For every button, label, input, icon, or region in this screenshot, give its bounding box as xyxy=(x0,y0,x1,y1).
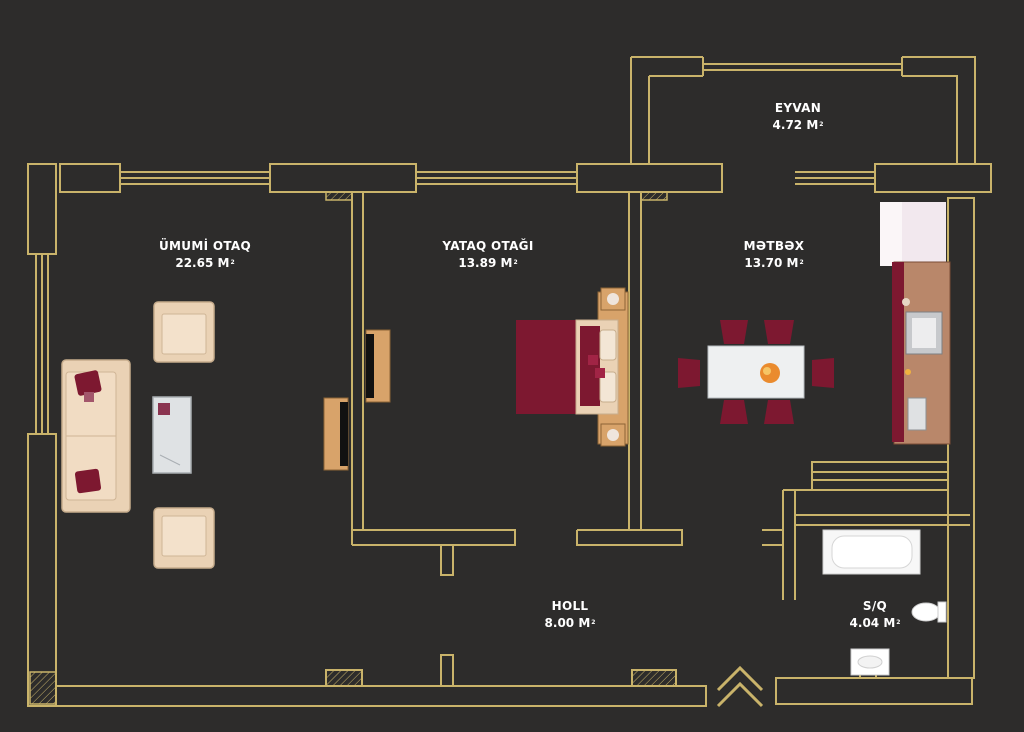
room-name: ÜMUMİ OTAQ xyxy=(159,239,251,253)
coffee-table xyxy=(152,396,192,474)
wall-left-lower xyxy=(27,433,57,707)
sink xyxy=(850,648,890,676)
wall-top-segment-4 xyxy=(874,163,992,193)
room-label-yataq-otagi: YATAQ OTAĞI 13.89 M2 xyxy=(433,238,543,272)
kitchen-counter xyxy=(880,202,951,445)
wall-right xyxy=(947,197,975,679)
tv-stand xyxy=(323,329,391,471)
armchair-top xyxy=(153,301,215,363)
room-label-metbex: MƏTBƏX 13.70 M2 xyxy=(724,238,824,272)
double-chevron-up-icon xyxy=(716,665,764,708)
living-room-furniture xyxy=(61,301,391,569)
room-label-holl: HOLL 8.00 M2 xyxy=(520,598,620,632)
dining-set xyxy=(678,320,834,424)
bathtub xyxy=(822,529,921,575)
room-label-umumi-otaq: ÜMUMİ OTAQ 22.65 M2 xyxy=(150,238,260,272)
wall-bottom xyxy=(55,685,707,707)
room-name: HOLL xyxy=(551,599,589,613)
room-label-eyvan: EYVAN 4.72 M2 xyxy=(748,100,848,134)
room-name: S/Q xyxy=(862,599,888,613)
toilet xyxy=(911,601,947,623)
room-area: 4.04 M2 xyxy=(849,616,901,630)
wall-bottom-right xyxy=(775,677,973,705)
room-name: YATAQ OTAĞI xyxy=(442,239,534,253)
bed xyxy=(516,287,629,447)
wall-top-segment-3 xyxy=(576,163,723,193)
room-label-sq: S/Q 4.04 M2 xyxy=(830,598,920,632)
room-name: MƏTBƏX xyxy=(743,239,805,253)
room-area: 13.70 M2 xyxy=(744,256,804,270)
wall-top-segment-2 xyxy=(269,163,417,193)
wall-top-segment-1 xyxy=(59,163,121,193)
room-area: 4.72 M2 xyxy=(772,118,824,132)
room-name: EYVAN xyxy=(774,101,822,115)
armchair-bottom xyxy=(153,507,215,569)
room-area: 8.00 M2 xyxy=(544,616,596,630)
room-area: 22.65 M2 xyxy=(175,256,235,270)
room-area: 13.89 M2 xyxy=(458,256,518,270)
wall-top-left-pier xyxy=(27,163,57,255)
sofa xyxy=(61,359,131,513)
pillars xyxy=(29,191,677,705)
